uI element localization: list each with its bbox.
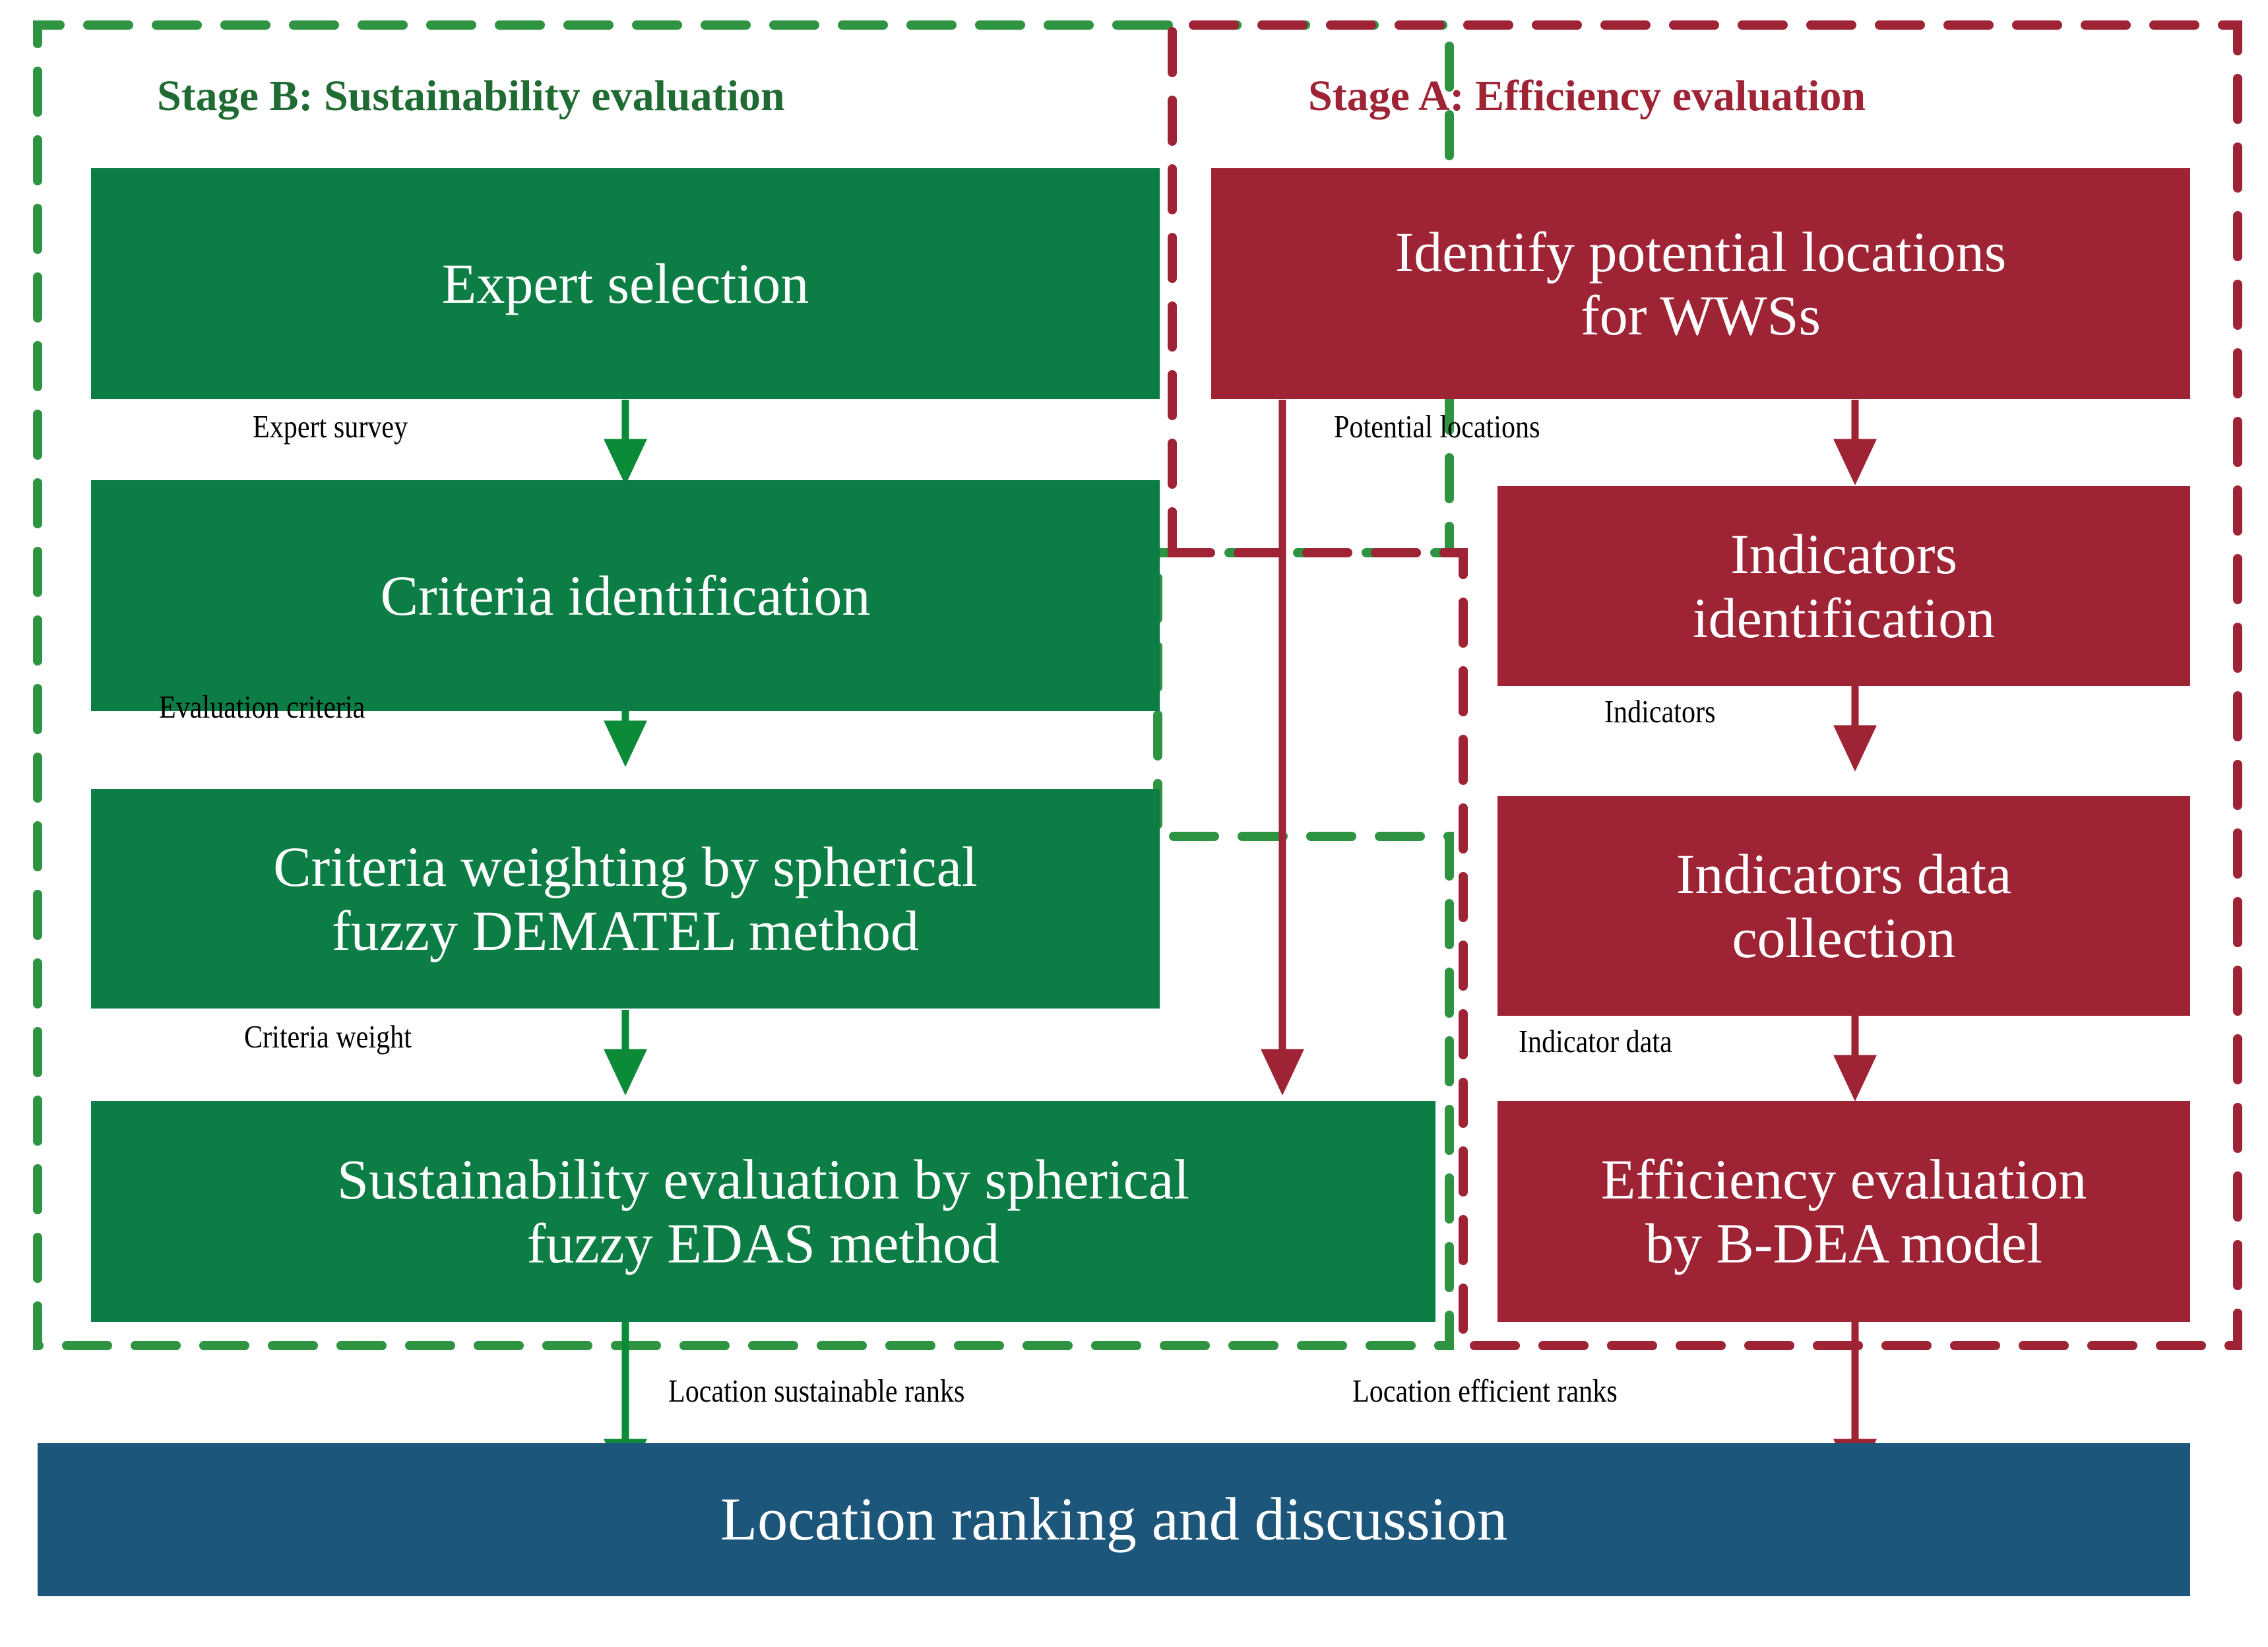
box-indicators-identification-line1: Indicators <box>1730 522 1957 586</box>
box-indicators-identification[interactable]: Indicators identification <box>1497 486 2190 686</box>
label-indicator-data: Indicator data <box>1519 1023 1672 1059</box>
box-criteria-weighting-line2: fuzzy DEMATEL method <box>331 898 920 962</box>
box-criteria-identification-label: Criteria identification <box>380 563 871 627</box>
box-efficiency-evaluation-line2: by B-DEA model <box>1645 1211 2042 1275</box>
box-sustainability-evaluation-line2: fuzzy EDAS method <box>526 1211 1000 1275</box>
box-indicators-data-collection[interactable]: Indicators data collection <box>1497 796 2190 1016</box>
box-criteria-weighting-line1: Criteria weighting by spherical <box>273 835 978 899</box>
box-expert-selection[interactable]: Expert selection <box>91 168 1160 399</box>
box-identify-potential-locations-line2: for WWSs <box>1581 284 1821 347</box>
label-potential-locations: Potential locations <box>1334 408 1540 445</box>
label-expert-survey: Expert survey <box>253 408 408 445</box>
box-indicators-identification-line2: identification <box>1692 586 1996 650</box>
stage-a-title: Stage A: Efficiency evaluation <box>1308 72 1866 120</box>
box-expert-selection-label: Expert selection <box>441 251 809 315</box>
box-criteria-weighting[interactable]: Criteria weighting by spherical fuzzy DE… <box>91 789 1160 1009</box>
stage-a-frame <box>1168 20 2242 1350</box>
box-criteria-identification[interactable]: Criteria identification <box>91 480 1160 711</box>
box-efficiency-evaluation-line1: Efficiency evaluation <box>1600 1148 2087 1212</box>
stage-b-title: Stage B: Sustainability evaluation <box>157 72 785 120</box>
box-indicators-data-collection-line2: collection <box>1732 906 1956 970</box>
box-identify-potential-locations-line1: Identify potential locations <box>1395 220 2007 284</box>
box-indicators-data-collection-line1: Indicators data <box>1676 842 2012 906</box>
label-criteria-weight: Criteria weight <box>244 1018 412 1055</box>
box-location-ranking-label: Location ranking and discussion <box>720 1485 1508 1553</box>
label-location-efficient-ranks: Location efficient ranks <box>1352 1373 1618 1409</box>
box-sustainability-evaluation-line1: Sustainability evaluation by spherical <box>336 1148 1190 1212</box>
label-indicators: Indicators <box>1604 693 1716 730</box>
box-identify-potential-locations[interactable]: Identify potential locations for WWSs <box>1211 168 2190 399</box>
label-location-sustainable-ranks: Location sustainable ranks <box>668 1373 965 1409</box>
box-sustainability-evaluation[interactable]: Sustainability evaluation by spherical f… <box>91 1101 1435 1322</box>
box-efficiency-evaluation[interactable]: Efficiency evaluation by B-DEA model <box>1497 1101 2190 1322</box>
box-location-ranking[interactable]: Location ranking and discussion <box>38 1443 2190 1596</box>
label-evaluation-criteria: Evaluation criteria <box>159 689 365 725</box>
